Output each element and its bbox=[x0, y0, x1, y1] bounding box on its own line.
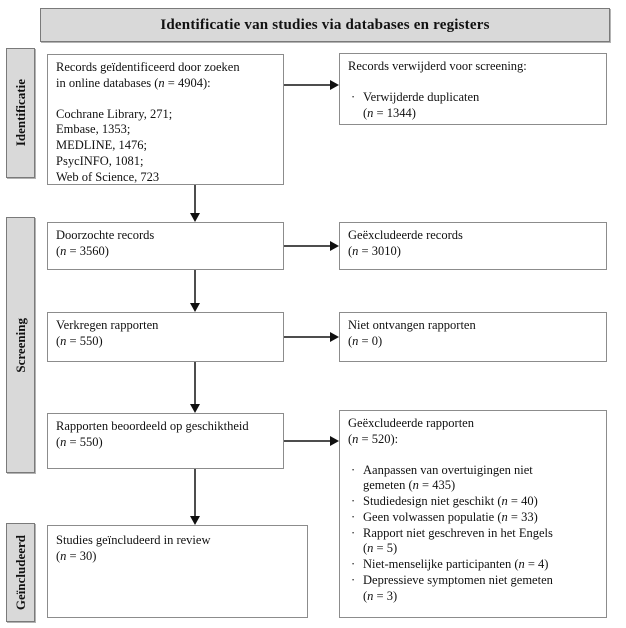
box-records-screened: Doorzochte records(n = 3560) bbox=[47, 222, 284, 270]
box-records-excluded: Geëxcludeerde records(n = 3010) bbox=[339, 222, 607, 270]
arrow-right-identified-to-removed bbox=[284, 79, 339, 90]
source-embase: Embase, 1353; bbox=[56, 122, 131, 137]
source-cochrane: Cochrane Library, 271; bbox=[56, 106, 173, 121]
stage-label-screening: Screening bbox=[6, 217, 35, 473]
reports-excluded-title: Geëxcludeerde rapporten(n = 520): bbox=[348, 416, 474, 446]
box-reports-sought: Verkregen rapporten(n = 550) bbox=[47, 312, 284, 362]
reason-language: Rapport niet geschreven in het Engels(n … bbox=[348, 526, 598, 558]
reports-sought-text: Verkregen rapporten(n = 550) bbox=[56, 318, 159, 348]
reason-depressive-symptoms: Depressieve symptomen niet gemeten(n = 3… bbox=[348, 573, 598, 605]
box-records-removed: Records verwijderd voor screening: Verwi… bbox=[339, 53, 607, 125]
arrow-right-screened-to-excluded bbox=[284, 240, 339, 251]
stage-label-identification-text: Identificatie bbox=[12, 79, 28, 147]
source-webofscience: Web of Science, 723 bbox=[56, 169, 160, 184]
reason-study-design: Studiedesign niet geschikt (n = 40) bbox=[348, 494, 598, 510]
diagram-title: Identificatie van studies via databases … bbox=[160, 16, 490, 33]
spacer bbox=[348, 75, 598, 90]
spacer bbox=[348, 448, 598, 463]
box-reports-assessed: Rapporten beoordeeld op geschiktheid(n =… bbox=[47, 413, 284, 469]
records-excluded-text: Geëxcludeerde records(n = 3010) bbox=[348, 228, 463, 258]
arrow-right-assessed-to-excluded bbox=[284, 435, 339, 446]
reason-population: Geen volwassen populatie (n = 33) bbox=[348, 510, 598, 526]
source-psycinfo: PsycINFO, 1081; bbox=[56, 153, 144, 168]
box-studies-included: Studies geïncludeerd in review(n = 30) bbox=[47, 525, 308, 618]
reports-assessed-text: Rapporten beoordeeld op geschiktheid(n =… bbox=[56, 419, 249, 449]
arrow-down-sought-to-assessed bbox=[189, 362, 200, 413]
reason-duplicates: Verwijderde duplicaten(n = 1344) bbox=[348, 90, 598, 122]
records-removed-title: Records verwijderd voor screening: bbox=[348, 59, 527, 73]
records-screened-text: Doorzochte records(n = 3560) bbox=[56, 228, 155, 258]
reports-excluded-reasons: Aanpassen van overtuigingen nietgemeten … bbox=[348, 463, 598, 605]
reports-not-retrieved-text: Niet ontvangen rapporten(n = 0) bbox=[348, 318, 476, 348]
arrow-down-screened-to-sought bbox=[189, 270, 200, 312]
arrow-down-identified-to-screened bbox=[189, 185, 200, 222]
studies-included-text: Studies geïncludeerd in review(n = 30) bbox=[56, 533, 211, 563]
stage-label-included: Geïncludeerd bbox=[6, 523, 35, 622]
arrow-right-sought-to-not-retrieved bbox=[284, 331, 339, 342]
arrow-down-assessed-to-included bbox=[189, 469, 200, 525]
box-reports-not-retrieved: Niet ontvangen rapporten(n = 0) bbox=[339, 312, 607, 362]
source-medline: MEDLINE, 1476; bbox=[56, 138, 147, 152]
box-reports-excluded: Geëxcludeerde rapporten(n = 520): Aanpas… bbox=[339, 410, 607, 618]
stage-label-screening-text: Screening bbox=[12, 317, 28, 373]
reason-beliefs-not-measured: Aanpassen van overtuigingen nietgemeten … bbox=[348, 463, 598, 495]
diagram-header: Identificatie van studies via databases … bbox=[40, 8, 610, 42]
spacer bbox=[56, 92, 275, 107]
reason-non-human: Niet-menselijke participanten (n = 4) bbox=[348, 557, 598, 573]
stage-label-identification: Identificatie bbox=[6, 48, 35, 178]
stage-label-included-text: Geïncludeerd bbox=[12, 534, 28, 611]
records-removed-reasons: Verwijderde duplicaten(n = 1344) bbox=[348, 90, 598, 122]
